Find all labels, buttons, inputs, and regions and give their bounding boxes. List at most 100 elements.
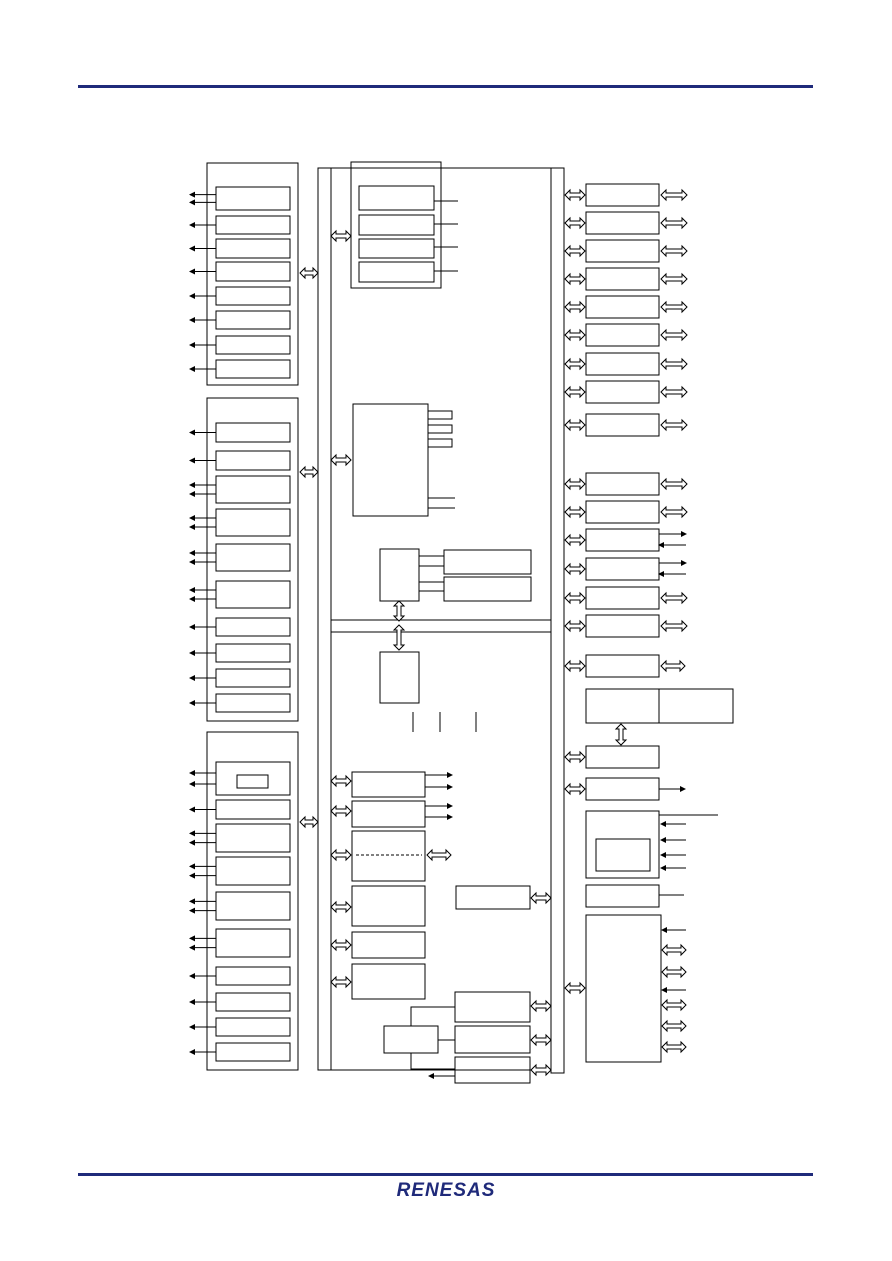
center-stack-block: [358, 214, 435, 236]
bus-arrow: [330, 938, 352, 952]
bus-arrow: [564, 659, 586, 673]
bus-arrow: [392, 624, 406, 651]
peripheral-block: [215, 643, 291, 663]
bus-arrow: [660, 477, 688, 491]
lower-block: [351, 800, 426, 828]
bus-arrow: [660, 328, 688, 342]
bus-arrow: [330, 900, 352, 914]
center-top-stack: [350, 161, 442, 289]
memory-block-b: [443, 576, 532, 602]
bus-arrow: [564, 272, 586, 286]
bus-arrow: [330, 848, 352, 862]
right-block: [585, 557, 660, 581]
peripheral-block: [215, 450, 291, 471]
lower-tall-block: [379, 651, 420, 704]
bus-arrow: [564, 244, 586, 258]
peripheral-block: [215, 422, 291, 443]
peripheral-block: [215, 856, 291, 886]
right-block: [585, 884, 660, 908]
bus-arrow: [564, 357, 586, 371]
lower-block: [351, 963, 426, 1000]
right-block: [585, 183, 660, 207]
bus-arrow: [330, 804, 352, 818]
peripheral-block: [215, 359, 291, 379]
bus-arrow: [660, 385, 688, 399]
right-block-nested: [585, 810, 660, 879]
bus-arrow: [660, 357, 688, 371]
renesas-logo: RENESAS: [396, 1180, 496, 1201]
bus-arrow: [660, 659, 686, 673]
bus-arrow: [299, 465, 319, 479]
peripheral-block: [215, 617, 291, 637]
footer-rule: [78, 1173, 813, 1176]
bus-arrow: [660, 300, 688, 314]
bus-arrow: [660, 272, 688, 286]
bus-arrow: [564, 562, 586, 576]
peripheral-block: [215, 261, 291, 282]
bus-arrow: [392, 600, 406, 622]
peripheral-block: [215, 823, 291, 853]
right-bus: [550, 167, 565, 1074]
bus-arrow: [564, 188, 586, 202]
right-block: [585, 267, 660, 291]
bus-arrow: [564, 328, 586, 342]
bus-arrow: [564, 533, 586, 547]
peripheral-block: [215, 475, 291, 504]
right-block: [585, 352, 660, 376]
bus-arrow: [564, 216, 586, 230]
lower-side-block: [454, 991, 531, 1023]
bus-arrow: [564, 750, 586, 764]
right-block: [585, 472, 660, 496]
bus-arrow: [660, 216, 688, 230]
bus-arrow: [661, 1019, 687, 1033]
bus-arrow: [614, 723, 628, 746]
lower-side-block: [454, 1056, 531, 1084]
bus-arrow: [564, 782, 586, 796]
peripheral-block: [215, 1042, 291, 1062]
controller-block: [379, 548, 420, 602]
bus-arrow: [661, 998, 687, 1012]
peripheral-block: [215, 543, 291, 572]
peripheral-block: [215, 928, 291, 958]
peripheral-block: [215, 238, 291, 259]
bus-arrow: [564, 477, 586, 491]
bus-arrow: [564, 591, 586, 605]
bus-arrow: [530, 1063, 552, 1077]
bus-arrow: [564, 505, 586, 519]
peripheral-block: [215, 891, 291, 921]
lower-block: [351, 830, 426, 882]
bus-arrow: [564, 619, 586, 633]
peripheral-block: [215, 508, 291, 537]
right-block: [585, 295, 660, 319]
peripheral-block: [215, 186, 291, 211]
bus-arrow: [660, 244, 688, 258]
right-block: [585, 380, 660, 404]
right-block: [585, 586, 660, 610]
lower-block: [351, 885, 426, 927]
bus-arrow: [660, 619, 688, 633]
bus-arrow: [530, 891, 552, 905]
bus-arrow: [661, 943, 687, 957]
bus-arrow: [660, 505, 688, 519]
right-block: [585, 239, 660, 263]
peripheral-block: [215, 761, 291, 796]
right-block: [585, 500, 660, 524]
bus-arrow: [330, 229, 352, 243]
right-block: [585, 745, 660, 769]
right-block: [585, 528, 660, 552]
header-rule: [78, 85, 813, 88]
center-lower-panel: [330, 631, 552, 1071]
lower-block: [351, 931, 426, 959]
bus-arrow: [660, 188, 688, 202]
right-block: [585, 413, 660, 437]
peripheral-block: [215, 693, 291, 713]
peripheral-block: [215, 580, 291, 609]
right-block: [585, 323, 660, 347]
lower-block: [351, 771, 426, 798]
right-block: [585, 614, 660, 638]
peripheral-block: [215, 799, 291, 820]
right-block: [585, 211, 660, 235]
center-stack-block: [358, 238, 435, 259]
center-stack-block: [358, 261, 435, 283]
